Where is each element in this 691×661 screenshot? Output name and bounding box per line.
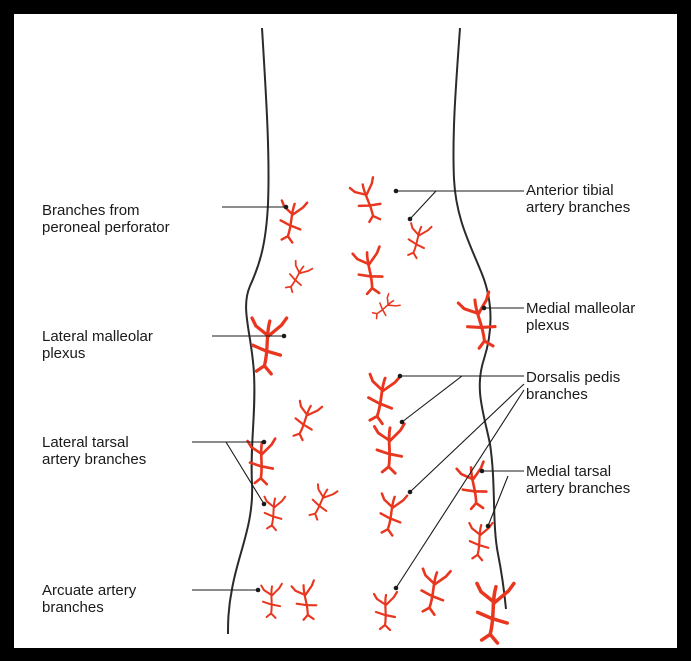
distal-branch-medial-vessels (472, 580, 514, 644)
dorsalis-pedis-branch-low (375, 491, 407, 537)
distal-branch-center-vessels (415, 566, 450, 616)
dorsalis-pedis-branch-lower (374, 424, 404, 473)
central-upper-branch-vessels (352, 247, 387, 297)
leader-peroneal-dot-0 (284, 205, 289, 210)
leader-dorsalis-d-line (396, 390, 524, 588)
central-upper-branch (352, 247, 387, 297)
central-small-branch (369, 293, 400, 322)
leader-dorsalis-d-dot-0 (394, 586, 399, 591)
lateral-upper-branch-vessels (281, 259, 312, 295)
lateral-mid-branch-vessels (288, 399, 323, 443)
anterior-tibial-branch-lower-vessels (403, 221, 432, 259)
leader-medial-malleolar-dot-0 (482, 306, 487, 311)
leader-anterior-tibial-b-line (410, 191, 436, 219)
limb-outlines (228, 28, 506, 634)
lateral-upper-branch (281, 259, 312, 295)
medial-malleolar-plexus-vessels (458, 292, 503, 352)
leader-medial-tarsal-b-dot-0 (486, 524, 491, 529)
leader-arcuate-dot-0 (256, 588, 261, 593)
leader-anterior-tibial-a-dot-0 (394, 189, 399, 194)
arcuate-branch-left-vessels (261, 584, 282, 618)
leader-dorsalis-b-dot-0 (400, 420, 405, 425)
lateral-mid-branch (288, 399, 323, 443)
anterior-tibial-branch-upper-vessels (349, 177, 387, 225)
leader-medial-tarsal-b-line (488, 476, 508, 526)
peroneal-perforator-branch-vessels (275, 198, 307, 244)
leader-lateral-malleolar-dot-0 (282, 334, 287, 339)
arcuate-branch-right-vessels (291, 580, 320, 621)
leader-dorsalis-b-line (402, 376, 462, 422)
arcuate-branch-center-vessels (374, 592, 397, 630)
dorsalis-pedis-branch-upper-vessels (362, 372, 400, 426)
peroneal-perforator-branch (275, 198, 307, 244)
medial-malleolar-plexus-vessels-vessels (458, 292, 503, 352)
lateral-tarsal-branch-lower-vessels (262, 495, 286, 531)
distal-branch-medial (472, 580, 514, 644)
arcuate-branch-center (374, 592, 397, 630)
leader-lines (192, 189, 524, 593)
leader-lateral-tarsal-b-dot-0 (262, 502, 267, 507)
arcuate-branch-right (291, 580, 320, 621)
dorsalis-pedis-branch-lower-vessels (374, 424, 404, 473)
leader-lateral-tarsal-a-dot-0 (262, 440, 267, 445)
anterior-tibial-branch-upper (349, 177, 387, 225)
anterior-tibial-branch-lower (403, 221, 432, 259)
leader-medial-tarsal-a-dot-0 (480, 469, 485, 474)
distal-branch-center (415, 566, 450, 616)
leader-anterior-tibial-b-dot-0 (408, 217, 413, 222)
lateral-small-branch-vessels (304, 483, 337, 523)
leader-dorsalis-c-dot-0 (408, 490, 413, 495)
lateral-tarsal-branch-lower (262, 495, 286, 531)
dorsalis-pedis-branch-upper (362, 372, 400, 426)
lateral-small-branch (304, 483, 337, 523)
arcuate-branch-left (261, 584, 282, 618)
central-small-branch-vessels (369, 293, 400, 322)
leader-dorsalis-a-dot-0 (398, 374, 403, 379)
artery-branches (247, 177, 514, 644)
dorsalis-pedis-branch-low-vessels (375, 491, 407, 537)
